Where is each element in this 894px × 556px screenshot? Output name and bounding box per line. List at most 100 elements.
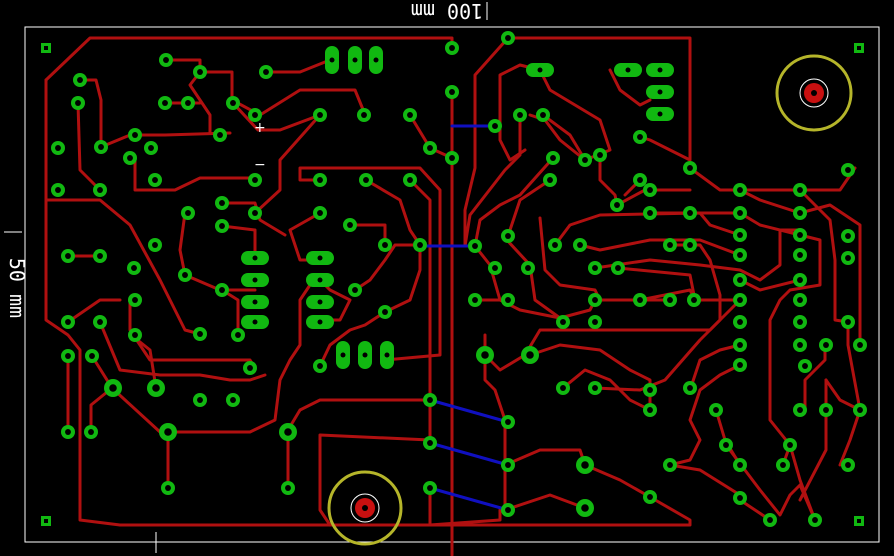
pad-drill [582,157,588,163]
pad-drill [802,363,808,369]
pad-drill [252,112,258,118]
pad-drill [657,111,663,117]
pad-drill [647,210,653,216]
pad-drill [637,177,643,183]
pad-drill [547,177,553,183]
pad-drill [505,233,511,239]
pad-drill [97,319,103,325]
pad-drill [65,429,71,435]
pad-drill [737,277,743,283]
pad-drill [560,385,566,391]
pad-drill [317,112,323,118]
pad-drill [427,485,433,491]
pad-drill [637,134,643,140]
pad-drill [823,342,829,348]
pad-drill [472,243,478,249]
pad-drill [219,287,225,293]
pad-drill [797,210,803,216]
pad-drill [537,67,543,73]
pad-drill [592,265,598,271]
pad-drill [340,352,346,358]
pad-drill [797,232,803,238]
pad-drill [687,210,693,216]
pad-drill [737,495,743,501]
pad-drill [787,442,793,448]
pad-drill [132,297,138,303]
pad-drill [197,69,203,75]
pad-drill [44,519,48,523]
pad-drill [98,144,104,150]
pad-drill [845,462,851,468]
pad-drill [97,187,103,193]
pad-drill [449,45,455,51]
plus-polarity-mark: + [254,120,266,136]
pad-drill [526,351,534,359]
pad-drill [162,100,168,106]
pad-drill [592,297,598,303]
pad-drill [219,223,225,229]
pad-drill [382,242,388,248]
pad-drill [492,123,498,129]
pad-drill [75,100,81,106]
pad-drill [767,517,773,523]
pad-drill [845,167,851,173]
height-dimension-label: 50 mm [5,258,29,318]
pad-drill [163,57,169,63]
pad-drill [657,89,663,95]
pad-drill [317,255,323,261]
pad-drill [252,210,258,216]
pad-drill [737,362,743,368]
pad-drill [737,342,743,348]
pad-drill [197,331,203,337]
pad-drill [247,365,253,371]
pad-drill [329,57,335,63]
pad-drill [797,252,803,258]
pad-drill [152,384,160,392]
mounting-hole-bottom [327,470,403,546]
pad-drill [472,297,478,303]
pad-drill [657,67,663,73]
pad-drill [407,177,413,183]
pad-drill [230,100,236,106]
pad-drill [614,202,620,208]
pad-drill [797,342,803,348]
pad-drill [517,112,523,118]
pad-drill [55,187,61,193]
pad-drill [152,242,158,248]
pad-drill [352,57,358,63]
pad-drill [317,319,323,325]
pad-drill [797,407,803,413]
pad-drill [88,429,94,435]
pad-drill [687,165,693,171]
pad-drill [797,187,803,193]
pad-drill [687,385,693,391]
pad-drill [317,363,323,369]
pad-drill [317,210,323,216]
pad-drill [347,222,353,228]
pad-drill [373,57,379,63]
pad-drill [252,177,258,183]
pad-drill [407,112,413,118]
pad-drill [252,319,258,325]
pad-drill [382,309,388,315]
pad-drill [552,242,558,248]
minus-polarity-mark: − [254,157,266,173]
pad-drill [667,242,673,248]
pad-drill [185,100,191,106]
pad-drill [230,397,236,403]
pad-drill [592,385,598,391]
pad-drill [723,442,729,448]
pad-drill [737,187,743,193]
pad-drill [737,232,743,238]
pad-drill [525,265,531,271]
pad-drill [285,485,291,491]
pad-drill [363,177,369,183]
pad-drill [317,277,323,283]
pad-drill [492,265,498,271]
pad-drill [687,242,693,248]
pad-drill [797,277,803,283]
pad-drill [384,352,390,358]
pad-drill [857,519,861,523]
pad-drill [857,342,863,348]
pad-drill [127,155,133,161]
